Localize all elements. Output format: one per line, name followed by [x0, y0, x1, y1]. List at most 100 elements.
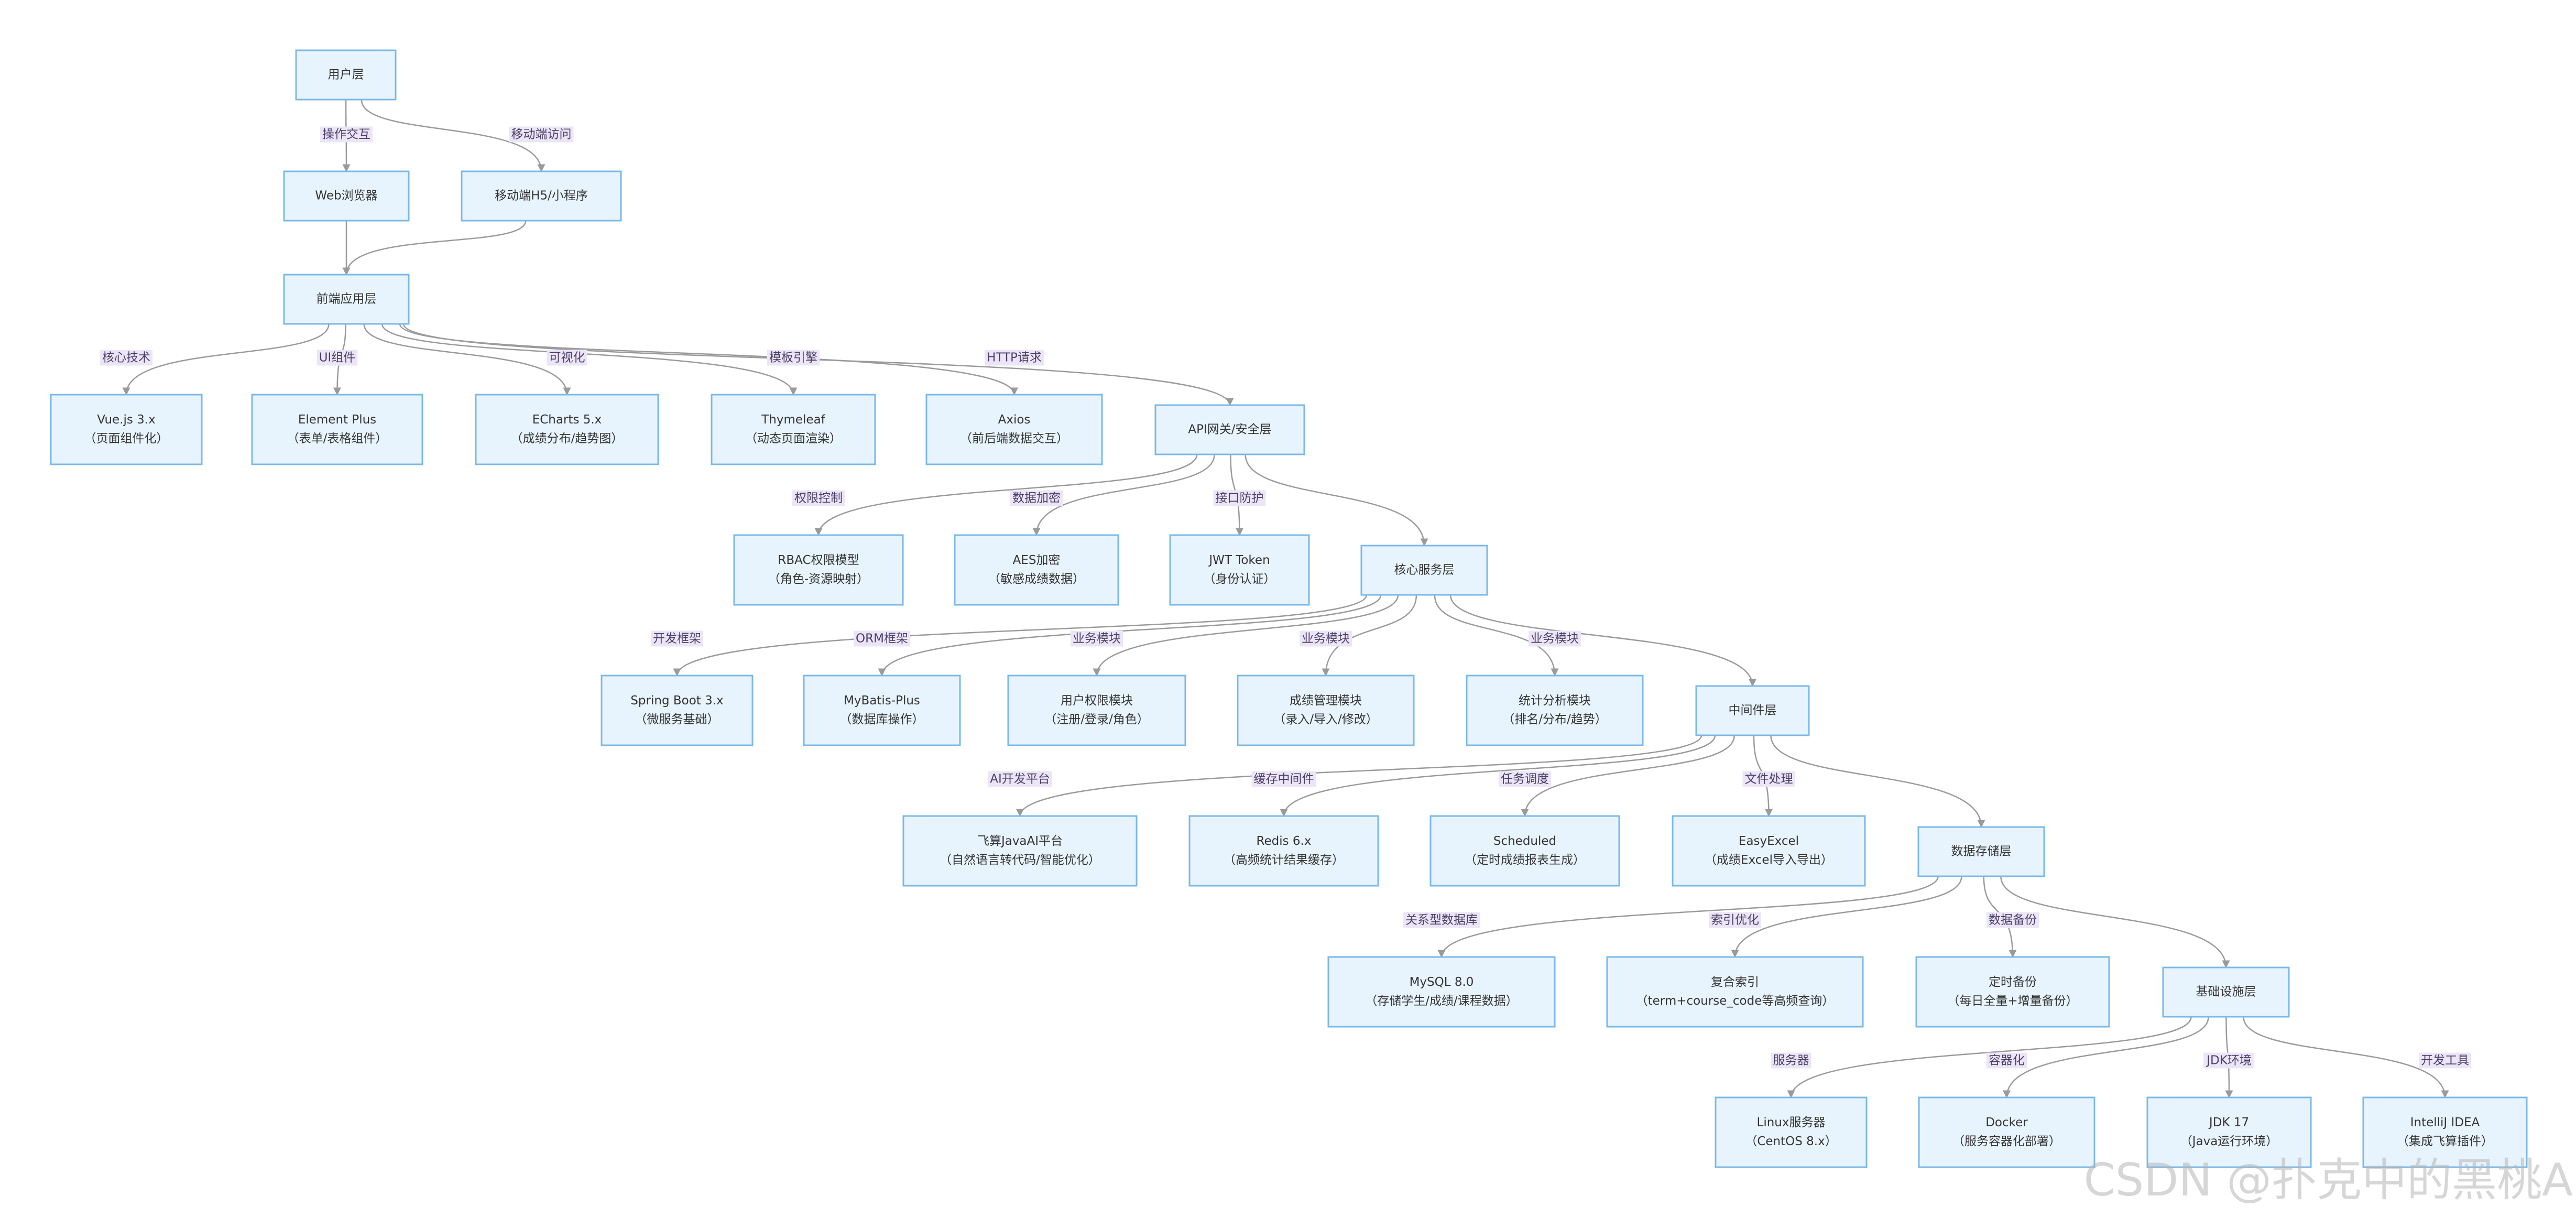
- edge-label-middleware-feisuan: AI开发平台: [988, 771, 1052, 787]
- node-box: [1429, 815, 1620, 887]
- edge-label-text: 业务模块: [1073, 632, 1121, 646]
- node-index: 复合索引（term+course_code等高频查询）: [1606, 956, 1864, 1028]
- edge-label-frontend-vue: 核心技术: [100, 350, 152, 366]
- edge-core-stats: [1434, 594, 1559, 677]
- node-title: 移动端H5/小程序: [495, 189, 588, 203]
- edge-label-core-stats: 业务模块: [1529, 630, 1581, 647]
- node-box: [2146, 1096, 2312, 1168]
- node-title: Web浏览器: [315, 189, 377, 203]
- node-title: MyBatis-Plus: [844, 694, 920, 708]
- node-title: API网关/安全层: [1188, 423, 1271, 437]
- node-title: 飞算JavaAI平台: [977, 834, 1063, 848]
- edge-middleware-storage: [1770, 735, 1985, 828]
- node-aes: AES加密（敏感成绩数据）: [954, 534, 1119, 606]
- node-docker: Docker（服务容器化部署）: [1918, 1096, 2095, 1168]
- node-title: Vue.js 3.x: [97, 413, 155, 427]
- node-box: [601, 675, 754, 746]
- watermark: CSDN @扑克中的黑桃A: [2083, 1154, 2573, 1206]
- edge-label-text: ORM框架: [856, 632, 908, 646]
- edge-label-text: HTTP请求: [987, 351, 1042, 365]
- node-box: [295, 49, 397, 101]
- node-storage: 数据存储层: [1917, 826, 2045, 877]
- edge-frontend-vue: [122, 323, 330, 396]
- node-title: Axios: [998, 413, 1031, 427]
- node-title: 数据存储层: [1951, 845, 2012, 858]
- edge-storage-infra: [2000, 876, 2230, 969]
- edge-gateway-jwt: [1230, 454, 1243, 536]
- edge-label-text: 接口防护: [1216, 492, 1264, 505]
- node-vue: Vue.js 3.x （页面组件化）: [50, 394, 203, 465]
- node-title: 中间件层: [1729, 704, 1777, 717]
- node-web: Web浏览器: [283, 170, 410, 222]
- node-userperm: 用户权限模块（注册/登录/角色）: [1007, 675, 1186, 746]
- node-title: 核心服务层: [1394, 563, 1455, 577]
- edge-core-middleware: [1449, 594, 1756, 687]
- node-axios: Axios （前后端数据交互）: [925, 394, 1103, 465]
- node-box: [954, 534, 1119, 606]
- node-jwt: JWT Token（身份认证）: [1169, 534, 1310, 606]
- node-box: [1154, 404, 1305, 455]
- edge-label-core-mybatis: ORM框架: [854, 630, 910, 647]
- node-mysql: MySQL 8.0（存储学生/成绩/课程数据）: [1327, 956, 1556, 1028]
- edge-label-text: 模板引擎: [769, 351, 817, 365]
- node-title: ECharts 5.x: [532, 413, 602, 427]
- node-redis: Redis 6.x（高频统计结果缓存）: [1188, 815, 1379, 887]
- edge-label-text: 容器化: [1989, 1054, 2025, 1068]
- edge-storage-mysql: [1437, 876, 1939, 958]
- node-title: EasyExcel: [1739, 834, 1799, 848]
- edge-frontend-thymeleaf: [381, 323, 798, 396]
- node-title: Scheduled: [1493, 834, 1556, 848]
- node-frontend: 前端应用层: [283, 274, 410, 325]
- node-box: [733, 534, 904, 606]
- node-subtitle: （角色-资源映射）: [768, 572, 869, 586]
- edge-label-gateway-rbac: 权限控制: [792, 490, 845, 506]
- node-idea: IntelliJ IDEA（集成飞算插件）: [2362, 1096, 2528, 1168]
- node-user: 用户层: [295, 49, 397, 101]
- node-subtitle: （前后端数据交互）: [960, 432, 1068, 445]
- edge-label-text: 文件处理: [1745, 773, 1793, 786]
- node-subtitle: （排名/分布/趋势）: [1502, 713, 1607, 726]
- edge-label-text: 数据备份: [1989, 913, 2037, 927]
- edge-gateway-aes: [1032, 454, 1215, 536]
- node-title: Spring Boot 3.x: [630, 694, 723, 708]
- node-box: [902, 815, 1138, 887]
- node-box: [1188, 815, 1379, 887]
- edge-label-frontend-element: UI组件: [316, 350, 358, 366]
- node-echarts: ECharts 5.x（成绩分布/趋势图）: [475, 394, 659, 465]
- node-subtitle: （页面组件化）: [84, 432, 169, 445]
- node-subtitle: （数据库操作）: [840, 713, 924, 726]
- node-box: [50, 394, 203, 465]
- node-middleware: 中间件层: [1695, 685, 1810, 736]
- node-box: [711, 394, 876, 465]
- edge-label-storage-index: 索引优化: [1709, 912, 1761, 928]
- edge-frontend-echarts: [363, 323, 571, 396]
- edge-label-text: 数据加密: [1012, 492, 1061, 505]
- node-title: 成绩管理模块: [1290, 694, 1362, 708]
- edge-core-mybatis: [878, 594, 1382, 677]
- edge-label-text: 开发工具: [2421, 1054, 2469, 1068]
- edge-label-text: 缓存中间件: [1254, 773, 1314, 786]
- node-box: [2362, 1096, 2528, 1168]
- edge-label-user-mobile: 移动端访问: [509, 126, 574, 143]
- node-subtitle: （高频统计结果缓存）: [1224, 853, 1344, 867]
- node-box: [1915, 956, 2110, 1028]
- edge-label-text: 权限控制: [794, 492, 843, 505]
- edge-label-infra-idea: 开发工具: [2419, 1052, 2471, 1069]
- node-box: [1695, 685, 1810, 736]
- node-box: [925, 394, 1103, 465]
- node-subtitle: （敏感成绩数据）: [988, 572, 1085, 586]
- node-box: [461, 170, 622, 222]
- node-title: 前端应用层: [316, 292, 377, 306]
- edge-storage-backup: [1983, 876, 2017, 958]
- edge-label-text: JDK环境: [2206, 1054, 2252, 1068]
- node-mybatis: MyBatis-Plus （数据库操作）: [803, 675, 961, 746]
- node-box: [1715, 1096, 1868, 1168]
- node-box: [283, 170, 410, 222]
- node-subtitle: （身份认证）: [1204, 572, 1276, 586]
- node-springboot: Spring Boot 3.x （微服务基础）: [601, 675, 754, 746]
- node-subtitle: （服务容器化部署）: [1952, 1135, 2061, 1148]
- edge-label-text: 移动端访问: [511, 128, 572, 142]
- node-subtitle: （微服务基础）: [635, 713, 719, 726]
- node-title: MySQL 8.0: [1410, 975, 1474, 989]
